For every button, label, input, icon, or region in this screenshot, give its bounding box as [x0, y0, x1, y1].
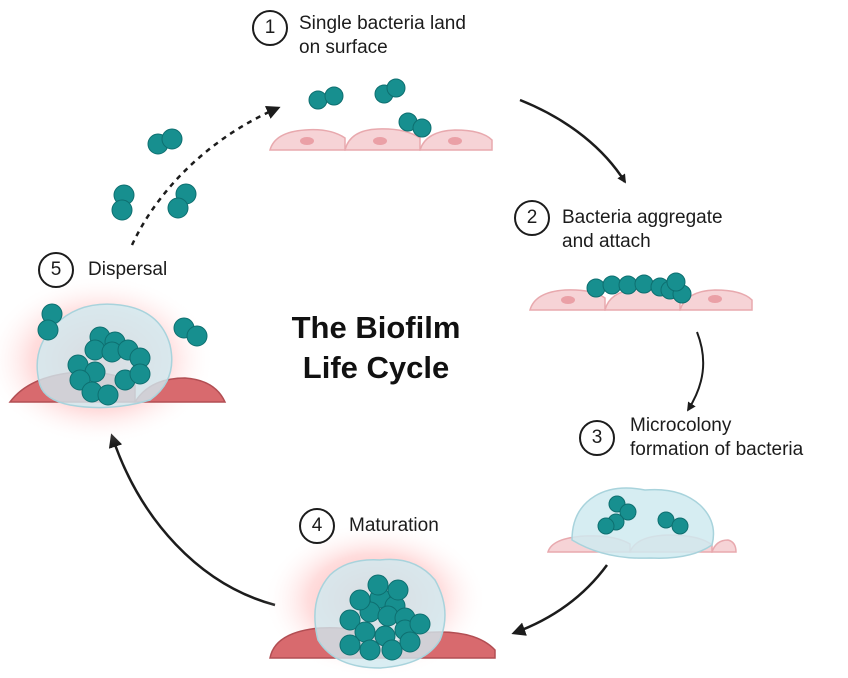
- bacteria-layer: [37, 78, 692, 661]
- dispersed-bacterium: [111, 199, 133, 221]
- stage-4-bacterium: [381, 639, 403, 661]
- arrow-1-to-2: [519, 98, 627, 184]
- arrow-5-to-1-dashed: [130, 105, 281, 246]
- dispersed-bacterium: [167, 197, 189, 219]
- stage-3-label: Microcolony formation of bacteria: [630, 414, 803, 462]
- diagram-title-line-2: Life Cycle: [302, 350, 450, 385]
- stage-5-number-badge: 5: [38, 252, 74, 288]
- stage-2-bacterium: [634, 274, 654, 294]
- stage-4-bacterium: [349, 589, 371, 611]
- stage-1-bacterium: [412, 118, 432, 138]
- stage-2-bacterium: [666, 272, 686, 292]
- stage-2-bacterium: [618, 275, 638, 295]
- stage-1-label: Single bacteria land on surface: [299, 12, 466, 60]
- stage-3-matrix: [571, 487, 715, 559]
- stage-1-label-line-2: on surface: [299, 37, 388, 58]
- stage-5-bacterium: [129, 363, 151, 385]
- stage-3-bacterium: [597, 517, 615, 535]
- stage-4-number-badge: 4: [299, 508, 335, 544]
- stage-1-number-badge: 1: [252, 10, 288, 46]
- dispersed-bacterium: [161, 128, 183, 150]
- arrow-3-to-4: [511, 564, 609, 636]
- stage-1-bacterium: [386, 78, 406, 98]
- stage-4-bacterium: [399, 631, 421, 653]
- stage-3-bacterium: [619, 503, 637, 521]
- stage-2-label: Bacteria aggregate and attach: [562, 206, 723, 254]
- dispersed-bacterium: [186, 325, 208, 347]
- stage-2-bacterium: [602, 275, 622, 295]
- stage-5-bacterium: [97, 384, 119, 406]
- stage-1-bacterium: [324, 86, 344, 106]
- stage-1-host-cells: [269, 128, 493, 151]
- stage-3-bacterium: [671, 517, 689, 535]
- stage-4-label: Maturation: [349, 515, 439, 536]
- stage-3-label-line-2: formation of bacteria: [630, 439, 804, 460]
- stage-4-bacterium: [367, 574, 389, 596]
- stage-4-bacterium: [387, 579, 409, 601]
- stage-4-bacterium: [339, 634, 361, 656]
- arrow-4-to-5: [108, 433, 276, 607]
- dispersed-bacterium: [37, 319, 59, 341]
- stage-4-bacterium: [339, 609, 361, 631]
- stage-1-bacterium: [308, 90, 328, 110]
- stage-2-number-badge: 2: [514, 200, 550, 236]
- stage-4-bacterium: [359, 639, 381, 661]
- stage-3-label-line-1: Microcolony: [630, 415, 732, 436]
- stage-5-label: Dispersal: [88, 259, 168, 280]
- diagram-title-line-1: The Biofilm: [291, 310, 461, 345]
- stage-4-bacterium: [409, 613, 431, 635]
- arrow-2-to-3: [687, 331, 705, 412]
- stage-2-label-line-1: Bacteria aggregate: [562, 207, 723, 228]
- stage-2-bacterium: [586, 278, 606, 298]
- stage-3-number-badge: 3: [579, 420, 615, 456]
- stage-1-label-line-1: Single bacteria land: [299, 13, 466, 34]
- stage-2-label-line-2: and attach: [562, 231, 651, 252]
